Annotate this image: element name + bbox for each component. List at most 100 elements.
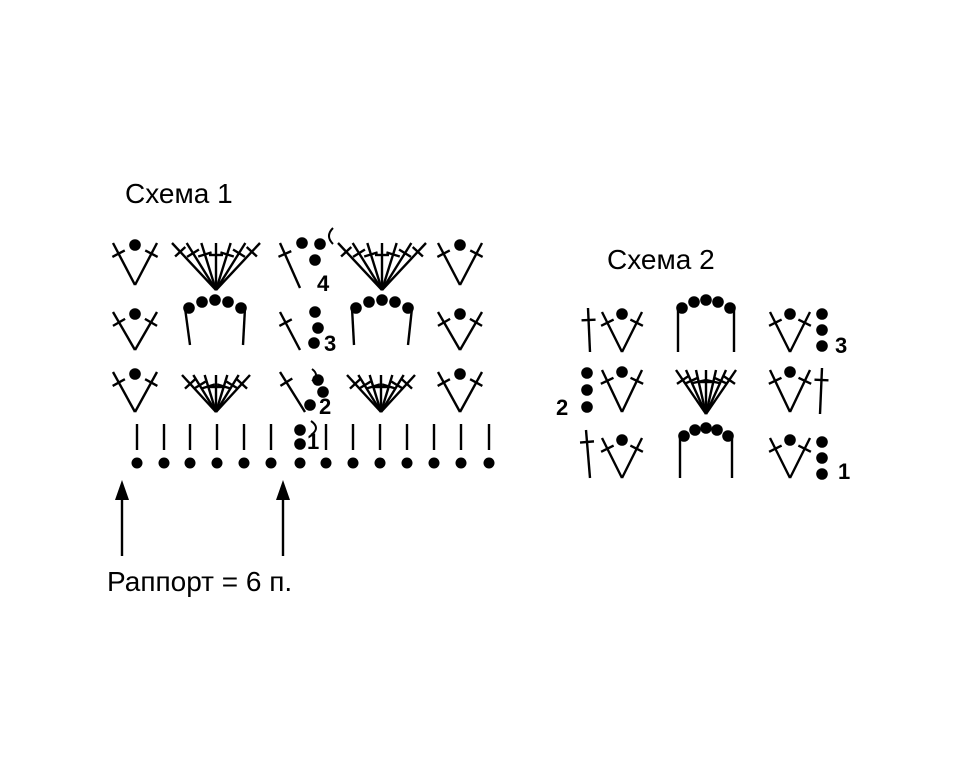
double-crochet-stitch — [704, 369, 721, 415]
double-crochet-stitch — [214, 374, 240, 413]
chain-stitch-dot — [454, 239, 466, 251]
chain-stitch-dot — [689, 424, 701, 436]
double-crochet-stitch — [214, 374, 231, 413]
stitch-stem — [171, 242, 217, 291]
stitch-stem — [586, 307, 592, 353]
v-stitch — [768, 434, 812, 479]
stitch-stem — [379, 374, 405, 413]
chain-stitch-dot — [454, 308, 466, 320]
double-crochet-stitch — [380, 242, 401, 291]
repeat-arrow — [276, 480, 290, 556]
stitch-cross — [184, 378, 197, 390]
v-stitch — [436, 308, 484, 351]
turning-chain-dot — [309, 306, 321, 318]
chain-stitch-dot — [700, 422, 712, 434]
double-crochet-stitch — [357, 374, 383, 413]
foundation-chain-dot — [265, 457, 277, 469]
stitch-cross — [768, 318, 783, 327]
stitch-cross — [714, 376, 728, 385]
double-crochet-stitch — [351, 242, 384, 291]
double-crochet-stitch — [620, 437, 644, 479]
double-crochet-stitch — [600, 437, 624, 479]
stitch-stem — [379, 374, 394, 413]
stitch-cross — [691, 378, 706, 385]
stitch-cross — [144, 317, 158, 327]
stitch-cross — [381, 383, 396, 390]
diagram-1-row-number-4: 4 — [317, 271, 330, 296]
chain-stitch-dot — [616, 434, 628, 446]
stitch-stem — [704, 369, 728, 415]
double-crochet-stitch — [788, 369, 812, 413]
double-crochet-stitch — [214, 242, 247, 291]
stitch-stem — [181, 374, 217, 413]
double-crochet-stitch — [215, 242, 261, 291]
stitch-cross — [436, 249, 451, 258]
double-crochet-stitch — [133, 371, 159, 413]
double-crochet-stitch — [111, 242, 137, 286]
diagram-2-row-number-1: 1 — [838, 459, 851, 484]
stitch-stem — [458, 242, 484, 286]
turning-chain-dot — [308, 337, 320, 349]
double-crochet-stitch — [374, 375, 388, 412]
stitch-stem — [620, 369, 644, 413]
double-crochet-stitch — [581, 307, 596, 353]
stitch-stem — [351, 242, 384, 291]
chain-stitch-dot — [711, 424, 723, 436]
v-stitch — [600, 308, 644, 353]
v-stitch — [768, 366, 812, 413]
stitch-cross — [797, 444, 812, 453]
chain-arch — [350, 294, 414, 346]
turning-chain-dot — [314, 238, 326, 250]
stitch-cross — [768, 444, 783, 453]
stitch-stem — [600, 369, 624, 413]
chain-arch — [678, 422, 734, 478]
diagram-2-row-number-2: 2 — [556, 395, 569, 420]
turning-chain-dot — [294, 438, 306, 450]
stitch-cross — [684, 376, 698, 385]
stitch-cross — [216, 383, 231, 390]
double-crochet-stitch — [201, 374, 218, 413]
stitch-cross — [600, 318, 615, 327]
double-crochet-stitch — [209, 243, 223, 290]
double-crochet-stitch — [458, 311, 484, 351]
chain-stitch-dot — [209, 294, 221, 306]
stitch-stem — [133, 242, 159, 286]
stitch-cross — [279, 377, 293, 387]
stitch-stem — [705, 369, 737, 415]
stitch-stem — [436, 242, 462, 286]
stitch-cross — [581, 318, 596, 322]
stitch-stem — [215, 242, 261, 291]
foundation-chain-dot — [131, 457, 143, 469]
chain-stitch-dot — [700, 294, 712, 306]
stitch-cross — [174, 246, 187, 258]
stitch-stem — [200, 242, 218, 291]
stitch-cross — [349, 378, 362, 390]
foundation-chain-dot — [211, 457, 223, 469]
stitch-cross — [232, 248, 246, 258]
chain-stitch-dot — [129, 368, 141, 380]
chain-stitch-dot — [712, 296, 724, 308]
double-crochet-stitch — [379, 374, 405, 413]
chain-stitch-dot — [389, 296, 401, 308]
double-crochet-stitch — [209, 375, 223, 412]
foundation-chain-dot — [374, 457, 386, 469]
stitch-cross — [676, 374, 690, 385]
stitch-stem — [684, 369, 708, 415]
chain-stitch-dot — [688, 296, 700, 308]
repeat-label: Раппорт = 6 п. — [107, 566, 293, 597]
stitch-cross — [437, 378, 451, 387]
double-crochet-stitch — [181, 374, 217, 413]
double-crochet-stitch — [768, 311, 792, 353]
shell-stitch — [181, 374, 251, 413]
turning-chain-dot — [312, 322, 324, 334]
stitch-cross — [352, 248, 366, 258]
double-crochet-stitch — [192, 374, 218, 413]
double-crochet-stitch — [346, 374, 382, 413]
stitch-stem — [203, 374, 218, 413]
turning-chain-dot — [816, 436, 828, 448]
stitch-cross — [469, 378, 483, 387]
stitch-cross — [186, 248, 200, 258]
double-crochet-stitch — [600, 369, 624, 413]
v-stitch — [600, 366, 644, 413]
arrow-head — [115, 480, 129, 500]
